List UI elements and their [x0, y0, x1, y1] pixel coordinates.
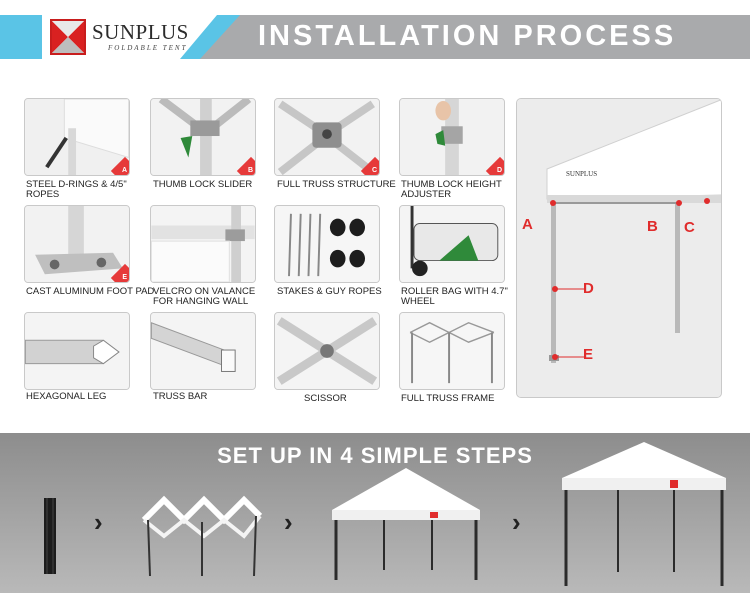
- feature-tile-scissor: [274, 312, 380, 390]
- feature-tile-height-adjuster: D: [399, 98, 505, 176]
- caption-slider: THUMB LOCK SLIDER: [153, 179, 253, 190]
- sunplus-logo-icon: [50, 19, 86, 55]
- caption-truss-bar: TRUSS BAR: [153, 391, 208, 402]
- caption-hex-leg: HEXAGONAL LEG: [26, 391, 107, 402]
- label-d: D: [583, 280, 594, 297]
- brand-tagline: FOLDABLE TENT: [108, 44, 188, 52]
- foot-pad-icon: [25, 206, 129, 282]
- caption-d-rings: STEEL D-RINGS & 4/5" ROPES: [26, 179, 127, 200]
- diagram-logo: SUNPLUS: [566, 170, 598, 178]
- tent-diagram: [516, 98, 722, 398]
- tent-full-icon: [562, 442, 726, 586]
- brand-name: SUNPLUS: [92, 20, 189, 44]
- tent-corner-icon: [517, 99, 721, 397]
- step-arrow-1: ›: [94, 507, 103, 537]
- feature-tile-foot-pad: E: [24, 205, 130, 283]
- badge-letter: B: [247, 167, 253, 174]
- roller-bag-icon: [400, 206, 504, 282]
- half-open-tent-icon: [141, 495, 263, 577]
- caption-truss: FULL TRUSS STRUCTURE: [277, 179, 396, 190]
- folded-tent-icon: [44, 498, 56, 574]
- caption-velcro: VELCRO ON VALANCE FOR HANGING WALL: [153, 286, 256, 307]
- steps-title: SET UP IN 4 SIMPLE STEPS: [217, 443, 533, 468]
- caption-roller-bag: ROLLER BAG WITH 4.7" WHEEL: [401, 286, 508, 307]
- label-a: A: [522, 216, 533, 233]
- caption-stakes: STAKES & GUY ROPES: [277, 286, 382, 297]
- badge-letter: E: [122, 274, 127, 281]
- badge-letter: D: [496, 167, 502, 174]
- feature-tile-hex-leg: [24, 312, 130, 390]
- truss-bar-icon: [151, 313, 255, 389]
- feature-tile-truss: C: [274, 98, 380, 176]
- feature-tile-frame: [399, 312, 505, 390]
- slider-icon: [151, 99, 255, 175]
- feature-tile-d-rings: A: [24, 98, 130, 176]
- page-title: INSTALLATION PROCESS: [258, 20, 677, 52]
- badge-letter: C: [371, 167, 377, 174]
- caption-scissor: SCISSOR: [304, 393, 347, 404]
- height-adjuster-icon: [400, 99, 504, 175]
- step-arrow-2: ›: [284, 507, 293, 537]
- feature-tile-truss-bar: [150, 312, 256, 390]
- caption-frame: FULL TRUSS FRAME: [401, 393, 495, 404]
- badge-letter: A: [121, 167, 127, 174]
- feature-tile-velcro: [150, 205, 256, 283]
- stakes-icon: [275, 206, 379, 282]
- frame-icon: [400, 313, 504, 389]
- hex-leg-icon: [25, 313, 129, 389]
- velcro-icon: [151, 206, 255, 282]
- step-arrow-3: ›: [512, 507, 521, 537]
- feature-tile-slider: B: [150, 98, 256, 176]
- label-e: E: [583, 346, 594, 363]
- scissor-icon: [275, 313, 379, 389]
- feature-tile-roller-bag: [399, 205, 505, 283]
- label-b: B: [647, 218, 658, 235]
- d-ring-icon: [25, 99, 129, 175]
- tent-low-icon: [332, 468, 480, 580]
- truss-icon: [275, 99, 379, 175]
- caption-foot-pad: CAST ALUMINUM FOOT PAD: [26, 286, 155, 297]
- label-c: C: [684, 219, 695, 236]
- feature-tile-stakes: [274, 205, 380, 283]
- caption-height-adjuster: THUMB LOCK HEIGHT ADJUSTER: [401, 179, 502, 200]
